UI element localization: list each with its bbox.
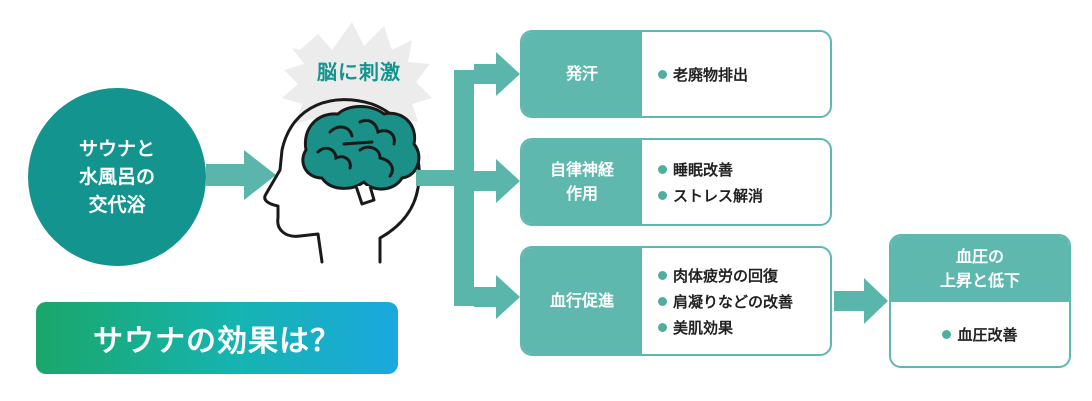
brain-stimulus-label: 脳に刺激 xyxy=(317,60,401,84)
effect-title: 自律神経 作用 xyxy=(522,140,642,224)
effect-items: 睡眠改善 ストレス解消 xyxy=(642,140,830,224)
bullet-dot-icon xyxy=(658,270,667,280)
arrow-to-result xyxy=(834,278,888,324)
effect-item-text: 睡眠改善 xyxy=(673,160,734,179)
result-title-line: 血圧の xyxy=(955,247,1004,266)
bullet-dot-icon xyxy=(658,69,667,79)
effect-item-text: 美肌効果 xyxy=(673,318,734,337)
effect-items: 肉体疲労の回復 肩凝りなどの改善 美肌効果 xyxy=(642,248,830,354)
effect-item: 肉体疲労の回復 xyxy=(658,265,830,286)
effect-item-text: 老廃物排出 xyxy=(673,65,749,84)
result-title-line: 上昇と低下 xyxy=(939,271,1020,290)
effect-title-line: 作用 xyxy=(565,184,598,203)
effect-item: 肩凝りなどの改善 xyxy=(658,291,830,312)
effect-items: 老廃物排出 xyxy=(642,32,830,116)
result-card-blood-pressure: 血圧の 上昇と低下 血圧改善 xyxy=(889,234,1071,368)
effect-item: 老廃物排出 xyxy=(658,64,830,85)
effect-card-circulation: 血行促進 肉体疲労の回復 肩凝りなどの改善 美肌効果 xyxy=(520,246,832,356)
start-line-1: サウナと xyxy=(78,138,155,160)
brain-icon xyxy=(301,105,421,206)
bullet-dot-icon xyxy=(658,322,667,332)
effect-item-text: 肩凝りなどの改善 xyxy=(673,292,794,311)
bullet-dot-icon xyxy=(942,329,952,339)
result-items: 血圧改善 xyxy=(891,302,1069,366)
sauna-cold-bath-circle: サウナと 水風呂の 交代浴 xyxy=(28,88,206,266)
effect-item: 美肌効果 xyxy=(658,317,830,338)
head-profile-icon xyxy=(263,98,421,264)
effect-card-autonomic: 自律神経 作用 睡眠改善 ストレス解消 xyxy=(520,138,832,226)
start-line-3: 交代浴 xyxy=(88,194,146,216)
start-line-2: 水風呂の xyxy=(78,166,155,188)
result-title: 血圧の 上昇と低下 xyxy=(891,236,1069,302)
effect-title: 血行促進 xyxy=(522,248,642,354)
result-item-text: 血圧改善 xyxy=(957,325,1018,344)
arrow-to-head xyxy=(206,150,276,200)
branch-arrows xyxy=(416,52,520,319)
effect-item-text: ストレス解消 xyxy=(673,186,764,205)
effect-item-text: 肉体疲労の回復 xyxy=(673,266,779,285)
bullet-dot-icon xyxy=(658,296,667,306)
effect-title-line: 発汗 xyxy=(565,64,598,83)
effect-item: 睡眠改善 xyxy=(658,159,830,180)
burst-icon xyxy=(282,22,432,140)
bullet-dot-icon xyxy=(658,190,667,200)
effect-title: 発汗 xyxy=(522,32,642,116)
effect-item: ストレス解消 xyxy=(658,185,830,206)
effect-card-sweating: 発汗 老廃物排出 xyxy=(520,30,832,118)
result-item: 血圧改善 xyxy=(942,324,1018,345)
effect-title-line: 血行促進 xyxy=(549,291,614,310)
bullet-dot-icon xyxy=(658,164,667,174)
effect-title-line: 自律神経 xyxy=(549,160,614,179)
title-banner: サウナの効果は？ xyxy=(36,302,398,374)
